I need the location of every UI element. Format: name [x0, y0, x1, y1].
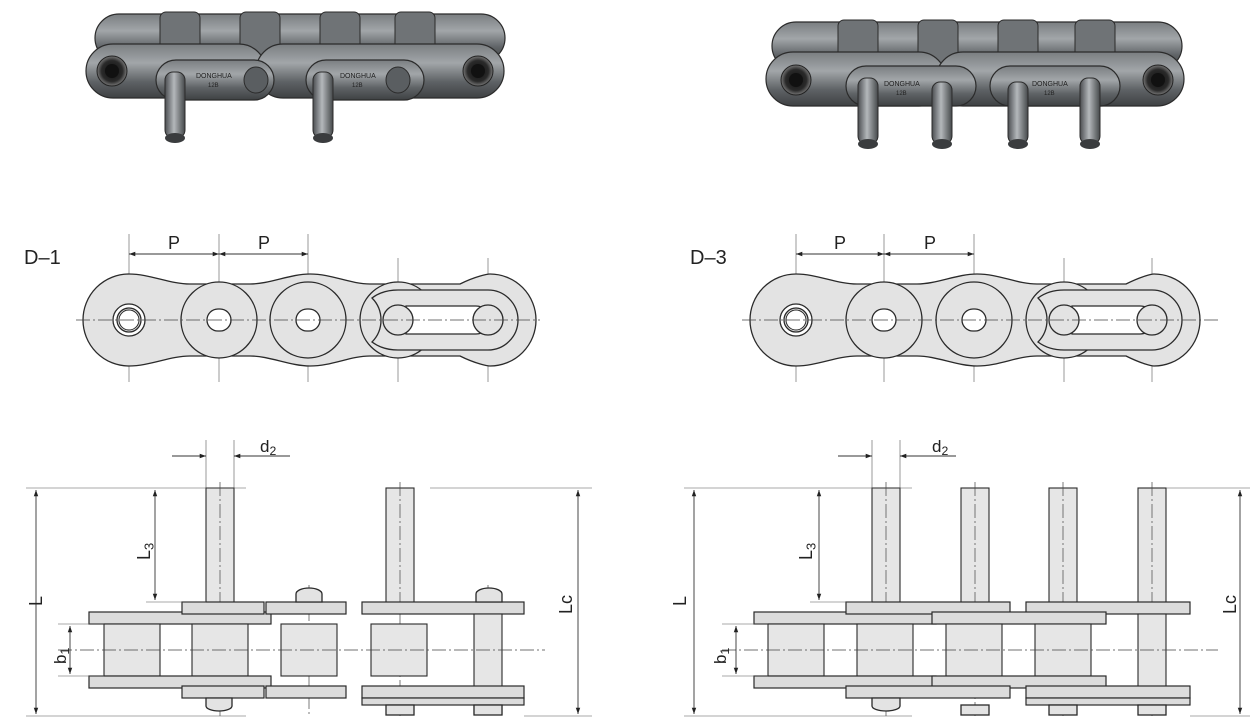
- pitch-label-d3-1: P: [834, 233, 846, 253]
- L3-label-d3: L3: [796, 543, 818, 560]
- d2-label-d3: d2: [932, 437, 948, 458]
- photo-size-text-2: 12B: [352, 83, 363, 89]
- photo-size-text-1: 12B: [208, 83, 219, 89]
- side-view-d1: D–1 P P: [24, 233, 540, 382]
- photo-size-text-4: 12B: [1044, 91, 1055, 97]
- pitch-label-d1-1: P: [168, 233, 180, 253]
- photo-brand-text-3: DONGHUA: [884, 81, 920, 88]
- title-d1: D–1: [24, 247, 61, 269]
- chain-photo-d1: DONGHUA 12B DONGHUA 12B: [85, 11, 506, 143]
- top-view-d1: d2 L: [26, 437, 592, 717]
- chain-photo-d3: DONGHUA 12B DONGHUA 12B: [765, 19, 1185, 149]
- title-d3: D–3: [690, 247, 727, 269]
- Lc-label-d1: Lc: [556, 595, 576, 614]
- side-view-d3: D–3 P P: [690, 233, 1218, 382]
- Lc-label-d3: Lc: [1220, 595, 1240, 614]
- photo-size-text-3: 12B: [896, 91, 907, 97]
- photo-brand-text-1: DONGHUA: [196, 73, 232, 80]
- L3-label-d1: L3: [134, 543, 156, 560]
- photo-brand-text-2: DONGHUA: [340, 73, 376, 80]
- b1-label-d3: b1: [711, 648, 732, 664]
- photo-brand-text-4: DONGHUA: [1032, 81, 1068, 88]
- pitch-label-d3-2: P: [924, 233, 936, 253]
- top-view-d3: d2 L: [670, 437, 1250, 717]
- L-label-d3: L: [670, 596, 690, 606]
- pitch-label-d1-2: P: [258, 233, 270, 253]
- L-label-d1: L: [26, 596, 46, 606]
- d2-label-d1: d2: [260, 437, 276, 458]
- b1-label-d1: b1: [51, 648, 72, 664]
